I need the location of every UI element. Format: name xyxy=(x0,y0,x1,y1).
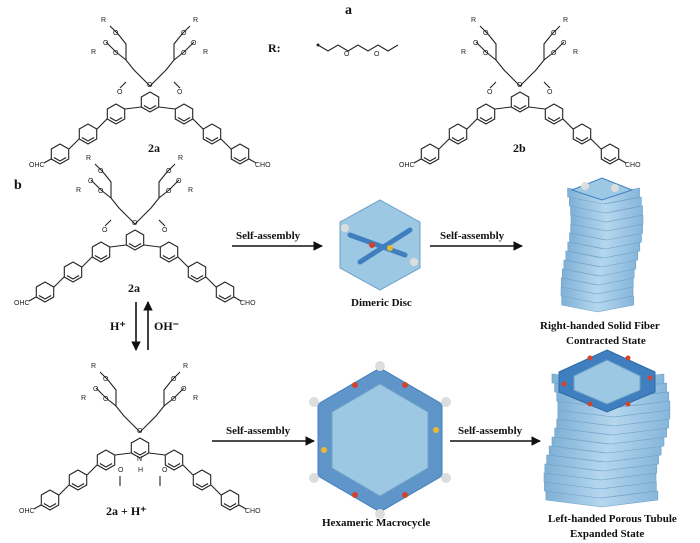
atom-r: R xyxy=(81,395,86,402)
atom-cho: CHO xyxy=(255,162,271,169)
atom-r: R xyxy=(461,49,466,56)
atom-r: R xyxy=(203,49,208,56)
compound-2b-label: 2b xyxy=(513,141,526,155)
atom-cho: CHO xyxy=(625,162,641,169)
atom-o: O xyxy=(517,82,523,89)
base-label: OH⁻ xyxy=(154,319,179,333)
solid-fiber-state: Contracted State xyxy=(566,335,646,347)
atom-o: O xyxy=(473,40,479,47)
atom-o: O xyxy=(162,467,168,474)
atom-ohc: OHC xyxy=(19,508,35,515)
atom-o: O xyxy=(88,178,94,185)
atom-cho: CHO xyxy=(240,300,256,307)
atom-o: O xyxy=(137,428,143,435)
svg-text:Self-assembly: Self-assembly xyxy=(458,425,523,437)
atom-o: O xyxy=(181,30,187,37)
r-o2: O xyxy=(374,51,380,58)
atom-o: O xyxy=(551,50,557,57)
atom-r: R xyxy=(91,363,96,370)
atom-ohc: OHC xyxy=(14,300,30,307)
self-assembly-arrow-3: Self-assembly xyxy=(212,425,315,446)
self-assembly-arrow-2: Self-assembly xyxy=(430,230,523,251)
atom-o: O xyxy=(103,396,109,403)
porous-tubule xyxy=(543,349,671,508)
atom-o: O xyxy=(103,376,109,383)
atom-o: O xyxy=(93,386,99,393)
atom-o: O xyxy=(147,82,153,89)
atom-r: R xyxy=(193,395,198,402)
atom-o: O xyxy=(171,376,177,383)
self-assembly-arrow-4: Self-assembly xyxy=(450,425,541,446)
r-o1: O xyxy=(344,51,350,58)
atom-o: O xyxy=(166,188,172,195)
atom-ohc: OHC xyxy=(29,162,45,169)
atom-o: O xyxy=(191,40,197,47)
atom-r: R xyxy=(183,363,188,370)
atom-o: O xyxy=(118,467,124,474)
atom-o: O xyxy=(551,30,557,37)
porous-tubule-state: Expanded State xyxy=(570,528,644,540)
dimeric-disc-label: Dimeric Disc xyxy=(351,297,412,309)
r-group-definition: R: O O xyxy=(268,41,399,58)
self-assembly-arrow-1: Self-assembly xyxy=(232,230,323,251)
atom-o: O xyxy=(547,89,553,96)
acid-label: H⁺ xyxy=(110,319,126,333)
atom-cho: CHO xyxy=(245,508,261,515)
atom-o: O xyxy=(113,50,119,57)
atom-o: O xyxy=(117,89,123,96)
solid-fiber xyxy=(560,177,644,313)
atom-r: R xyxy=(563,17,568,24)
atom-o: O xyxy=(181,50,187,57)
atom-h: H xyxy=(138,467,143,474)
atom-o: O xyxy=(176,178,182,185)
atom-o: O xyxy=(98,168,104,175)
atom-o: O xyxy=(171,396,177,403)
svg-text:Self-assembly: Self-assembly xyxy=(236,230,301,242)
atom-o: O xyxy=(98,188,104,195)
atom-o: O xyxy=(132,220,138,227)
atom-o: O xyxy=(166,168,172,175)
atom-r: R xyxy=(86,155,91,162)
atom-ohc: OHC xyxy=(399,162,415,169)
atom-o: O xyxy=(113,30,119,37)
atom-o: O xyxy=(181,386,187,393)
atom-r: R xyxy=(178,155,183,162)
compound-2a-b-label: 2a xyxy=(128,281,140,295)
atom-o: O xyxy=(483,50,489,57)
atom-o: O xyxy=(177,89,183,96)
panel-b-label: b xyxy=(14,178,22,193)
svg-text:Self-assembly: Self-assembly xyxy=(226,425,291,437)
r-label: R: xyxy=(268,41,281,55)
atom-r: R xyxy=(573,49,578,56)
compound-2a-protonated-label: 2a + H⁺ xyxy=(106,504,147,518)
panel-a-label: a xyxy=(345,3,352,18)
atom-o: O xyxy=(483,30,489,37)
atom-o: O xyxy=(487,89,493,96)
atom-o: O xyxy=(103,40,109,47)
atom-r: R xyxy=(91,49,96,56)
svg-text:Self-assembly: Self-assembly xyxy=(440,230,505,242)
atom-r: R xyxy=(471,17,476,24)
dimeric-disc xyxy=(339,199,421,291)
molecule-structures: OHCOOOORRCHOOOOORROOHCOOOORRCHOOOOORROOH… xyxy=(14,17,641,515)
atom-r: R xyxy=(101,17,106,24)
atom-o: O xyxy=(561,40,567,47)
hexameric-macrocycle xyxy=(309,361,451,519)
porous-tubule-label: Left-handed Porous Tubule xyxy=(548,513,677,525)
atom-o: O xyxy=(102,227,108,234)
compound-2a-label: 2a xyxy=(148,141,160,155)
atom-o: O xyxy=(162,227,168,234)
macrocycle-label: Hexameric Macrocycle xyxy=(322,517,430,529)
solid-fiber-label: Right-handed Solid Fiber xyxy=(540,320,660,332)
atom-r: R xyxy=(76,187,81,194)
atom-r: R xyxy=(193,17,198,24)
atom-n: N xyxy=(137,456,142,463)
atom-r: R xyxy=(188,187,193,194)
